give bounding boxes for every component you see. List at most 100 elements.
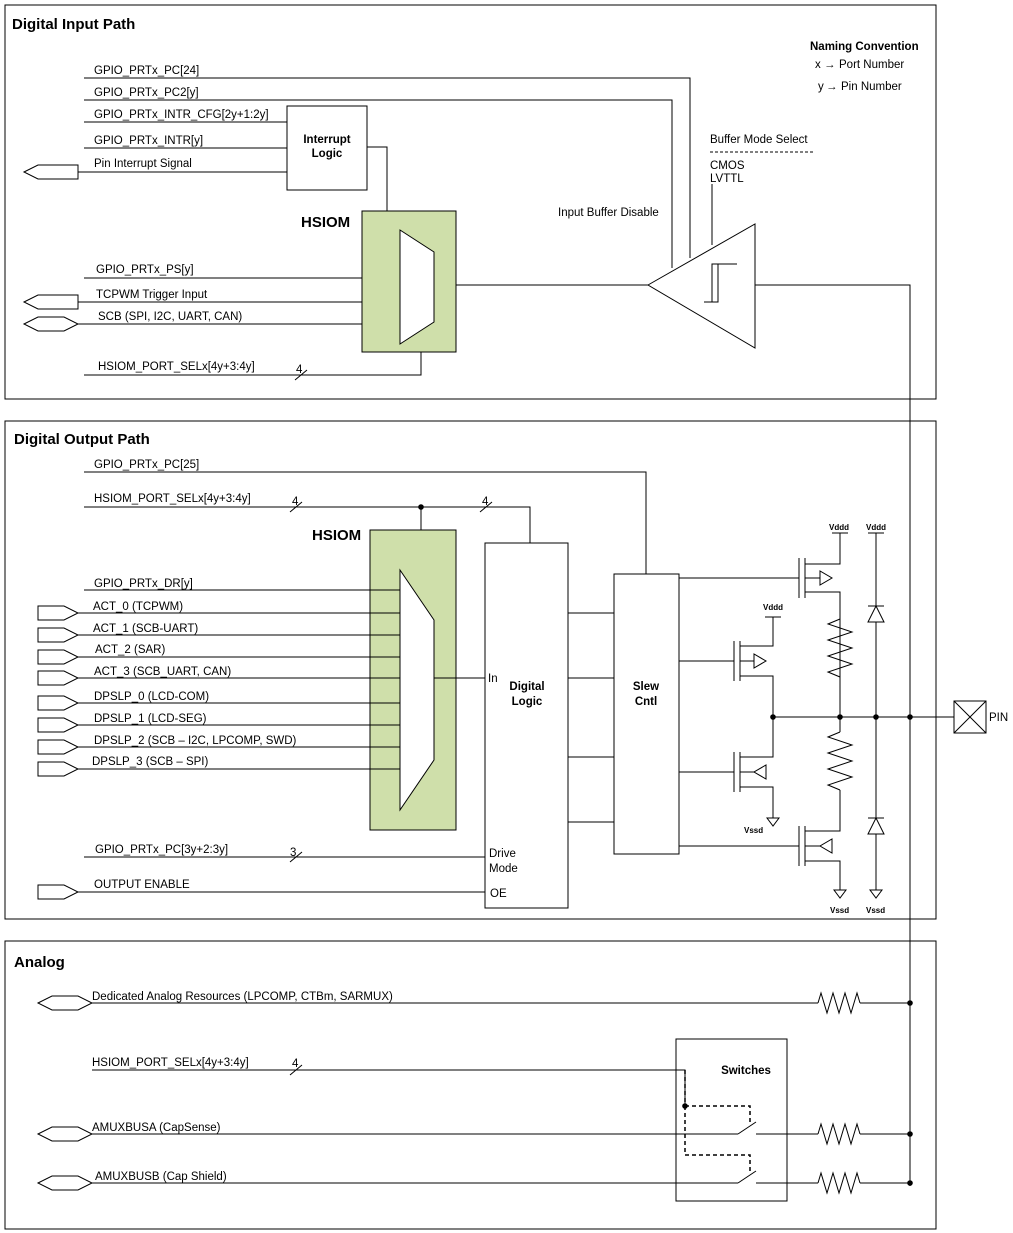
bus-slash-in bbox=[294, 369, 308, 381]
label-dr: GPIO_PRTx_DR[y] bbox=[94, 578, 193, 590]
connector-amuxb-icon bbox=[36, 1175, 94, 1191]
ground-q3-icon bbox=[766, 817, 780, 827]
connector-dpslp3-icon bbox=[37, 761, 80, 777]
connector-dpslp1-icon bbox=[37, 717, 80, 733]
switch-amuxb bbox=[737, 1170, 757, 1184]
wire-sel-analog-dash bbox=[92, 1069, 686, 1106]
label-pin-int: Pin Interrupt Signal bbox=[94, 158, 192, 170]
bus-width-drive: 3 bbox=[290, 847, 296, 859]
digital-output-path-frame bbox=[4, 420, 937, 920]
schmitt-icon-2 bbox=[711, 263, 737, 302]
ground-diode-icon bbox=[869, 889, 883, 899]
interrupt-logic-label-2: Logic bbox=[312, 148, 343, 160]
resistor-dedicated bbox=[817, 992, 861, 1014]
connector-tcpwm-icon bbox=[22, 294, 79, 310]
connector-amuxa-icon bbox=[36, 1126, 94, 1142]
buffer-mode-option-lvttl: LVTTL bbox=[710, 173, 744, 185]
vssd-1: Vssd bbox=[744, 826, 763, 835]
port-drive-label-2: Mode bbox=[489, 863, 518, 875]
junction-amuxa bbox=[907, 1131, 913, 1137]
digital-input-path-title: Digital Input Path bbox=[12, 16, 135, 33]
buffer-mode-option-cmos: CMOS bbox=[710, 160, 745, 172]
vssd-2: Vssd bbox=[830, 906, 849, 915]
connector-pin-int-icon bbox=[22, 164, 79, 180]
transistor-q4 bbox=[798, 790, 841, 890]
ground-q4-icon bbox=[833, 889, 847, 899]
label-pc24: GPIO_PRTx_PC[24] bbox=[94, 65, 199, 77]
bus-width-out-1: 4 bbox=[292, 496, 299, 508]
analog-frame bbox=[4, 940, 937, 1230]
hsiom-output-mux bbox=[399, 568, 435, 812]
label-pc2y: GPIO_PRTx_PC2[y] bbox=[94, 87, 199, 99]
switches-box bbox=[675, 1038, 788, 1202]
buffer-mode-title: Buffer Mode Select bbox=[710, 134, 808, 146]
label-dpslp0: DPSLP_0 (LCD-COM) bbox=[94, 691, 209, 703]
input-buffer-triangle bbox=[647, 223, 756, 349]
bus-slash-drive bbox=[289, 851, 303, 863]
hsiom-input-mux bbox=[399, 229, 435, 345]
label-dedicated: Dedicated Analog Resources (LPCOMP, CTBm… bbox=[92, 991, 393, 1003]
connector-act2-icon bbox=[37, 649, 80, 665]
digital-logic-label-1: Digital bbox=[509, 681, 544, 693]
label-act0: ACT_0 (TCPWM) bbox=[93, 601, 183, 613]
wire-pc24 bbox=[84, 77, 691, 258]
label-dpslp3: DPSLP_3 (SCB – SPI) bbox=[92, 756, 208, 768]
input-buffer-disable-label: Input Buffer Disable bbox=[558, 207, 659, 219]
label-sel-out: HSIOM_PORT_SELx[4y+3:4y] bbox=[94, 493, 251, 505]
interrupt-logic-label-1: Interrupt bbox=[303, 134, 350, 146]
vddd-2: Vddd bbox=[866, 523, 886, 532]
connector-dpslp0-icon bbox=[37, 695, 80, 711]
connector-dpslp2-icon bbox=[37, 739, 80, 755]
label-tcpwm: TCPWM Trigger Input bbox=[96, 289, 208, 301]
slew-label-1: Slew bbox=[633, 681, 659, 693]
label-amuxb: AMUXBUSB (Cap Shield) bbox=[95, 1171, 227, 1183]
hsiom-output-label: HSIOM bbox=[312, 527, 361, 544]
label-amuxa: AMUXBUSA (CapSense) bbox=[92, 1122, 221, 1134]
resistor-upper bbox=[827, 592, 853, 717]
vddd-1: Vddd bbox=[829, 523, 849, 532]
digital-logic-label-2: Logic bbox=[512, 696, 543, 708]
junction-910 bbox=[907, 714, 913, 720]
label-act1: ACT_1 (SCB-UART) bbox=[93, 623, 198, 635]
label-dpslp1: DPSLP_1 (LCD-SEG) bbox=[94, 713, 207, 725]
connector-scb-icon bbox=[22, 316, 80, 332]
label-dpslp2: DPSLP_2 (SCB – I2C, LPCOMP, SWD) bbox=[94, 735, 297, 747]
junction-773 bbox=[770, 714, 776, 720]
junction-sel bbox=[418, 504, 424, 510]
resistor-amuxa bbox=[817, 1123, 861, 1145]
transistor-q1 bbox=[798, 533, 841, 717]
digital-logic-block bbox=[484, 542, 569, 909]
interrupt-logic-block bbox=[286, 105, 368, 191]
wire-pc25 bbox=[84, 471, 647, 574]
bus-width-analog: 4 bbox=[292, 1058, 299, 1070]
connector-act0-icon bbox=[37, 605, 80, 621]
hsiom-input-label: HSIOM bbox=[301, 214, 350, 231]
connector-dedicated-icon bbox=[36, 995, 94, 1011]
wire-pin-trunk bbox=[755, 284, 911, 1186]
connector-act3-icon bbox=[37, 670, 80, 686]
naming-y-desc: Pin Number bbox=[841, 81, 902, 93]
label-intr: GPIO_PRTx_INTR[y] bbox=[94, 135, 203, 147]
naming-y: y bbox=[818, 81, 824, 93]
digital-output-path-title: Digital Output Path bbox=[14, 431, 150, 448]
naming-x: x bbox=[815, 59, 821, 71]
resistor-lower bbox=[827, 717, 853, 791]
naming-convention-title: Naming Convention bbox=[810, 41, 919, 53]
switches-label: Switches bbox=[721, 1065, 771, 1077]
schmitt-icon bbox=[704, 264, 719, 303]
naming-y-arrow-icon: → bbox=[826, 81, 838, 93]
slew-label-2: Cntl bbox=[635, 696, 657, 708]
connector-act1-icon bbox=[37, 627, 80, 643]
pin-pad-icon bbox=[953, 700, 987, 734]
label-pc-drive: GPIO_PRTx_PC[3y+2:3y] bbox=[95, 844, 228, 856]
connector-oe-icon bbox=[37, 884, 80, 900]
bus-width-in: 4 bbox=[296, 364, 303, 376]
bus-slash-out-2 bbox=[479, 501, 493, 513]
slew-control-block bbox=[613, 573, 680, 855]
label-act2: ACT_2 (SAR) bbox=[95, 644, 165, 656]
transistor-q2 bbox=[733, 617, 774, 717]
bus-width-out-2: 4 bbox=[482, 496, 489, 508]
label-scb: SCB (SPI, I2C, UART, CAN) bbox=[98, 311, 242, 323]
junction-876 bbox=[873, 714, 879, 720]
